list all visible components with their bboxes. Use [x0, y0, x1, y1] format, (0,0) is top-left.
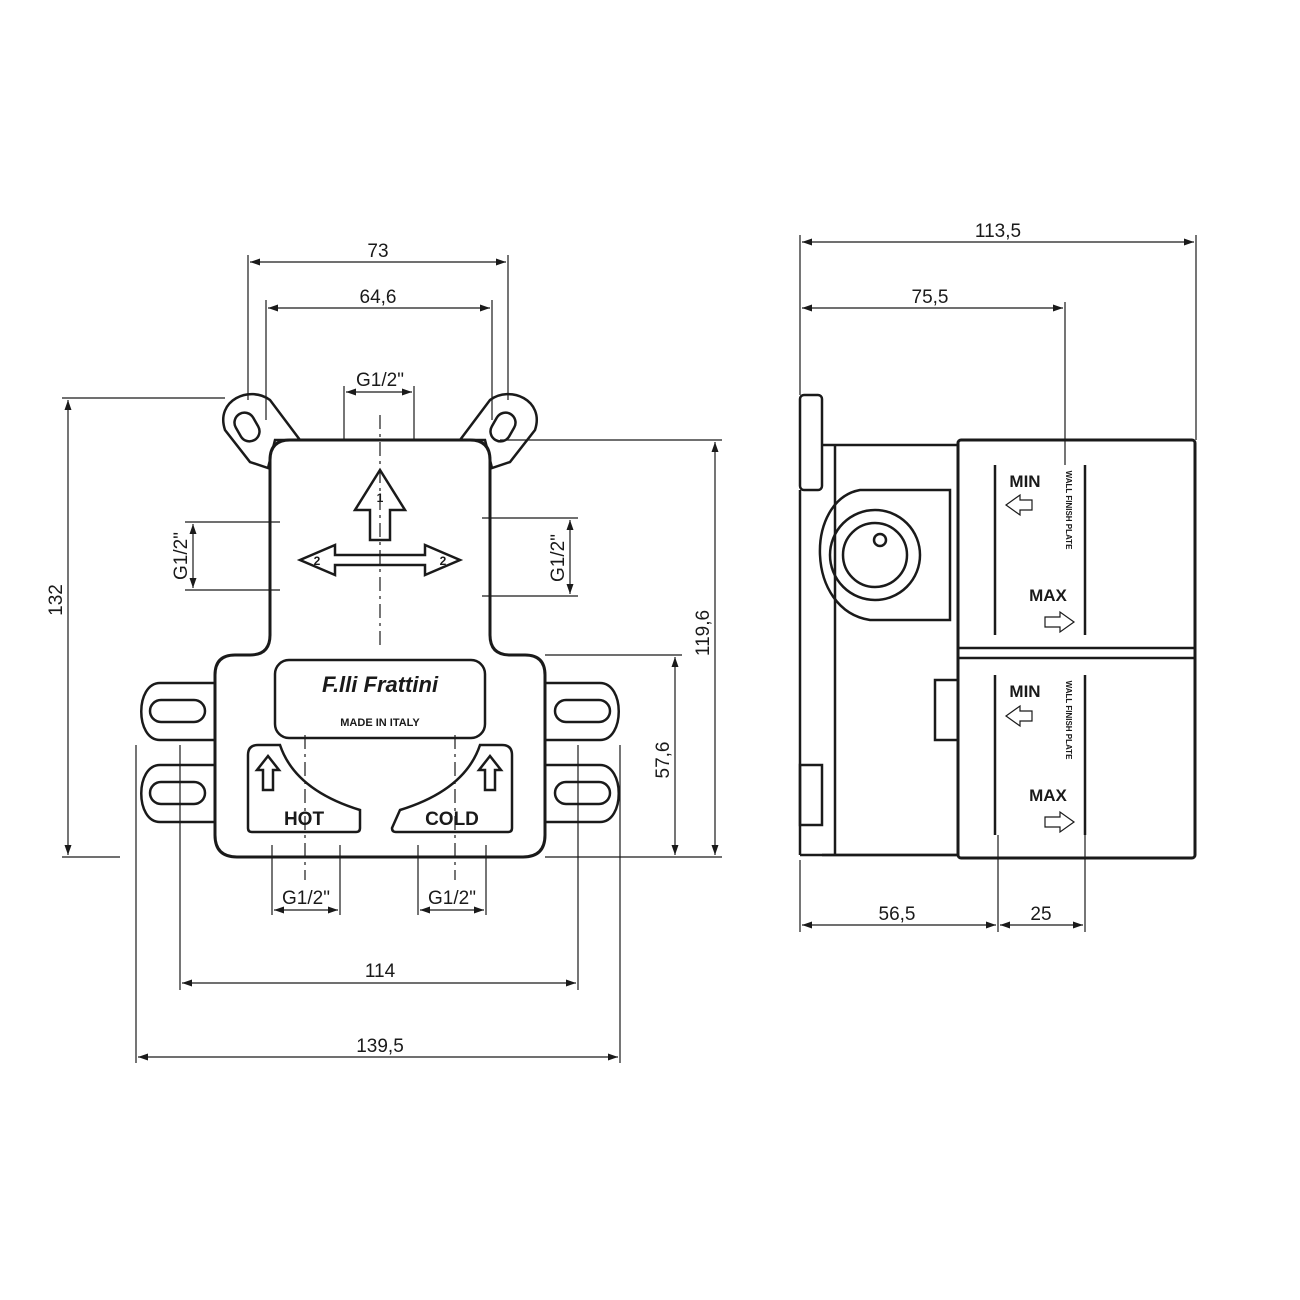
min-arrow-bottom-icon: [1004, 704, 1033, 728]
inlet-inner-ring: [841, 521, 909, 589]
lower-tab: [798, 763, 824, 827]
arrow-num-left: 2: [314, 554, 321, 568]
dim-thread-top: G1/2": [343, 370, 415, 440]
max-arrow-top-icon: [1044, 610, 1076, 634]
hot-label: HOT: [284, 809, 325, 830]
max-arrow-bottom-icon: [1044, 810, 1076, 834]
direction-arrow-horizontal: 2 2: [296, 543, 464, 577]
cold-plate: COLD: [390, 743, 514, 834]
dim-thread-bottom-hot: G1/2": [271, 845, 341, 915]
dim-64-6: 64,6: [360, 287, 397, 308]
dim-depth-cover: 25: [1000, 835, 1086, 932]
dim-57-6: 57,6: [653, 742, 674, 779]
arrow-num-up: 1: [377, 491, 384, 505]
min-max-top: MIN MAX WALL FINISH PLATE: [1004, 471, 1076, 634]
hot-plate: HOT: [246, 743, 362, 834]
thread-bottom-cold-label: G1/2": [428, 888, 476, 909]
dim-height-lower: 57,6: [545, 654, 682, 855]
dim-114: 114: [365, 961, 396, 982]
max-label-top: MAX: [1029, 586, 1067, 605]
dim-132: 132: [46, 584, 67, 616]
brand-name: F.lli Frattini: [322, 672, 439, 697]
dim-73: 73: [367, 241, 388, 262]
dim-height-total: 132: [46, 397, 225, 858]
dim-thread-bottom-cold: G1/2": [417, 845, 487, 915]
dim-139-5: 139,5: [356, 1036, 404, 1057]
cold-label: COLD: [425, 809, 479, 830]
side-mounting-ears: [140, 681, 620, 824]
back-flange: [798, 393, 824, 492]
thread-right-label: G1/2": [548, 534, 569, 582]
inlet-outer-ring: [828, 508, 922, 602]
dim-25: 25: [1030, 904, 1051, 925]
dim-width-top-outer: 73: [247, 241, 509, 400]
wall-text-bottom: WALL FINISH PLATE: [1064, 681, 1073, 760]
front-view: 1 2 2 F.lli Frattini MADE IN ITALY HOT C…: [46, 241, 722, 1063]
dim-56-5: 56,5: [879, 904, 916, 925]
dim-depth-mark: 75,5: [802, 287, 1066, 465]
inlet-boss: [818, 488, 952, 622]
brand-plate: F.lli Frattini MADE IN ITALY: [273, 658, 487, 740]
dim-119-6: 119,6: [693, 610, 714, 656]
thread-bottom-hot-label: G1/2": [282, 888, 330, 909]
dim-depth-body: 56,5: [799, 835, 999, 932]
thread-top-label: G1/2": [356, 370, 404, 391]
dim-113-5: 113,5: [975, 221, 1021, 242]
min-label-top: MIN: [1009, 472, 1040, 491]
dim-height-body: 119,6: [500, 439, 722, 858]
dim-75-5: 75,5: [912, 287, 949, 308]
dim-depth-total: 113,5: [799, 221, 1197, 440]
min-label-bottom: MIN: [1009, 682, 1040, 701]
wall-text-top: WALL FINISH PLATE: [1064, 471, 1073, 550]
thread-left-label: G1/2": [171, 532, 192, 580]
direction-arrow-up: 1: [352, 467, 408, 542]
valve-body: [213, 438, 547, 859]
dim-width-total: 139,5: [135, 745, 621, 1063]
dim-thread-right: G1/2": [482, 517, 578, 597]
side-body: [822, 443, 960, 857]
made-in-label: MADE IN ITALY: [340, 717, 420, 729]
dim-width-top-inner: 64,6: [265, 287, 493, 420]
dim-thread-left: G1/2": [171, 521, 280, 591]
arrow-num-right: 2: [440, 554, 447, 568]
min-arrow-top-icon: [1004, 493, 1033, 517]
side-view: MIN MAX WALL FINISH PLATE MIN MAX WALL F…: [798, 221, 1197, 932]
min-max-bottom: MIN MAX WALL FINISH PLATE: [1004, 681, 1076, 834]
dim-width-fixing: 114: [179, 745, 579, 990]
max-label-bottom: MAX: [1029, 786, 1067, 805]
inlet-pin: [872, 532, 888, 548]
